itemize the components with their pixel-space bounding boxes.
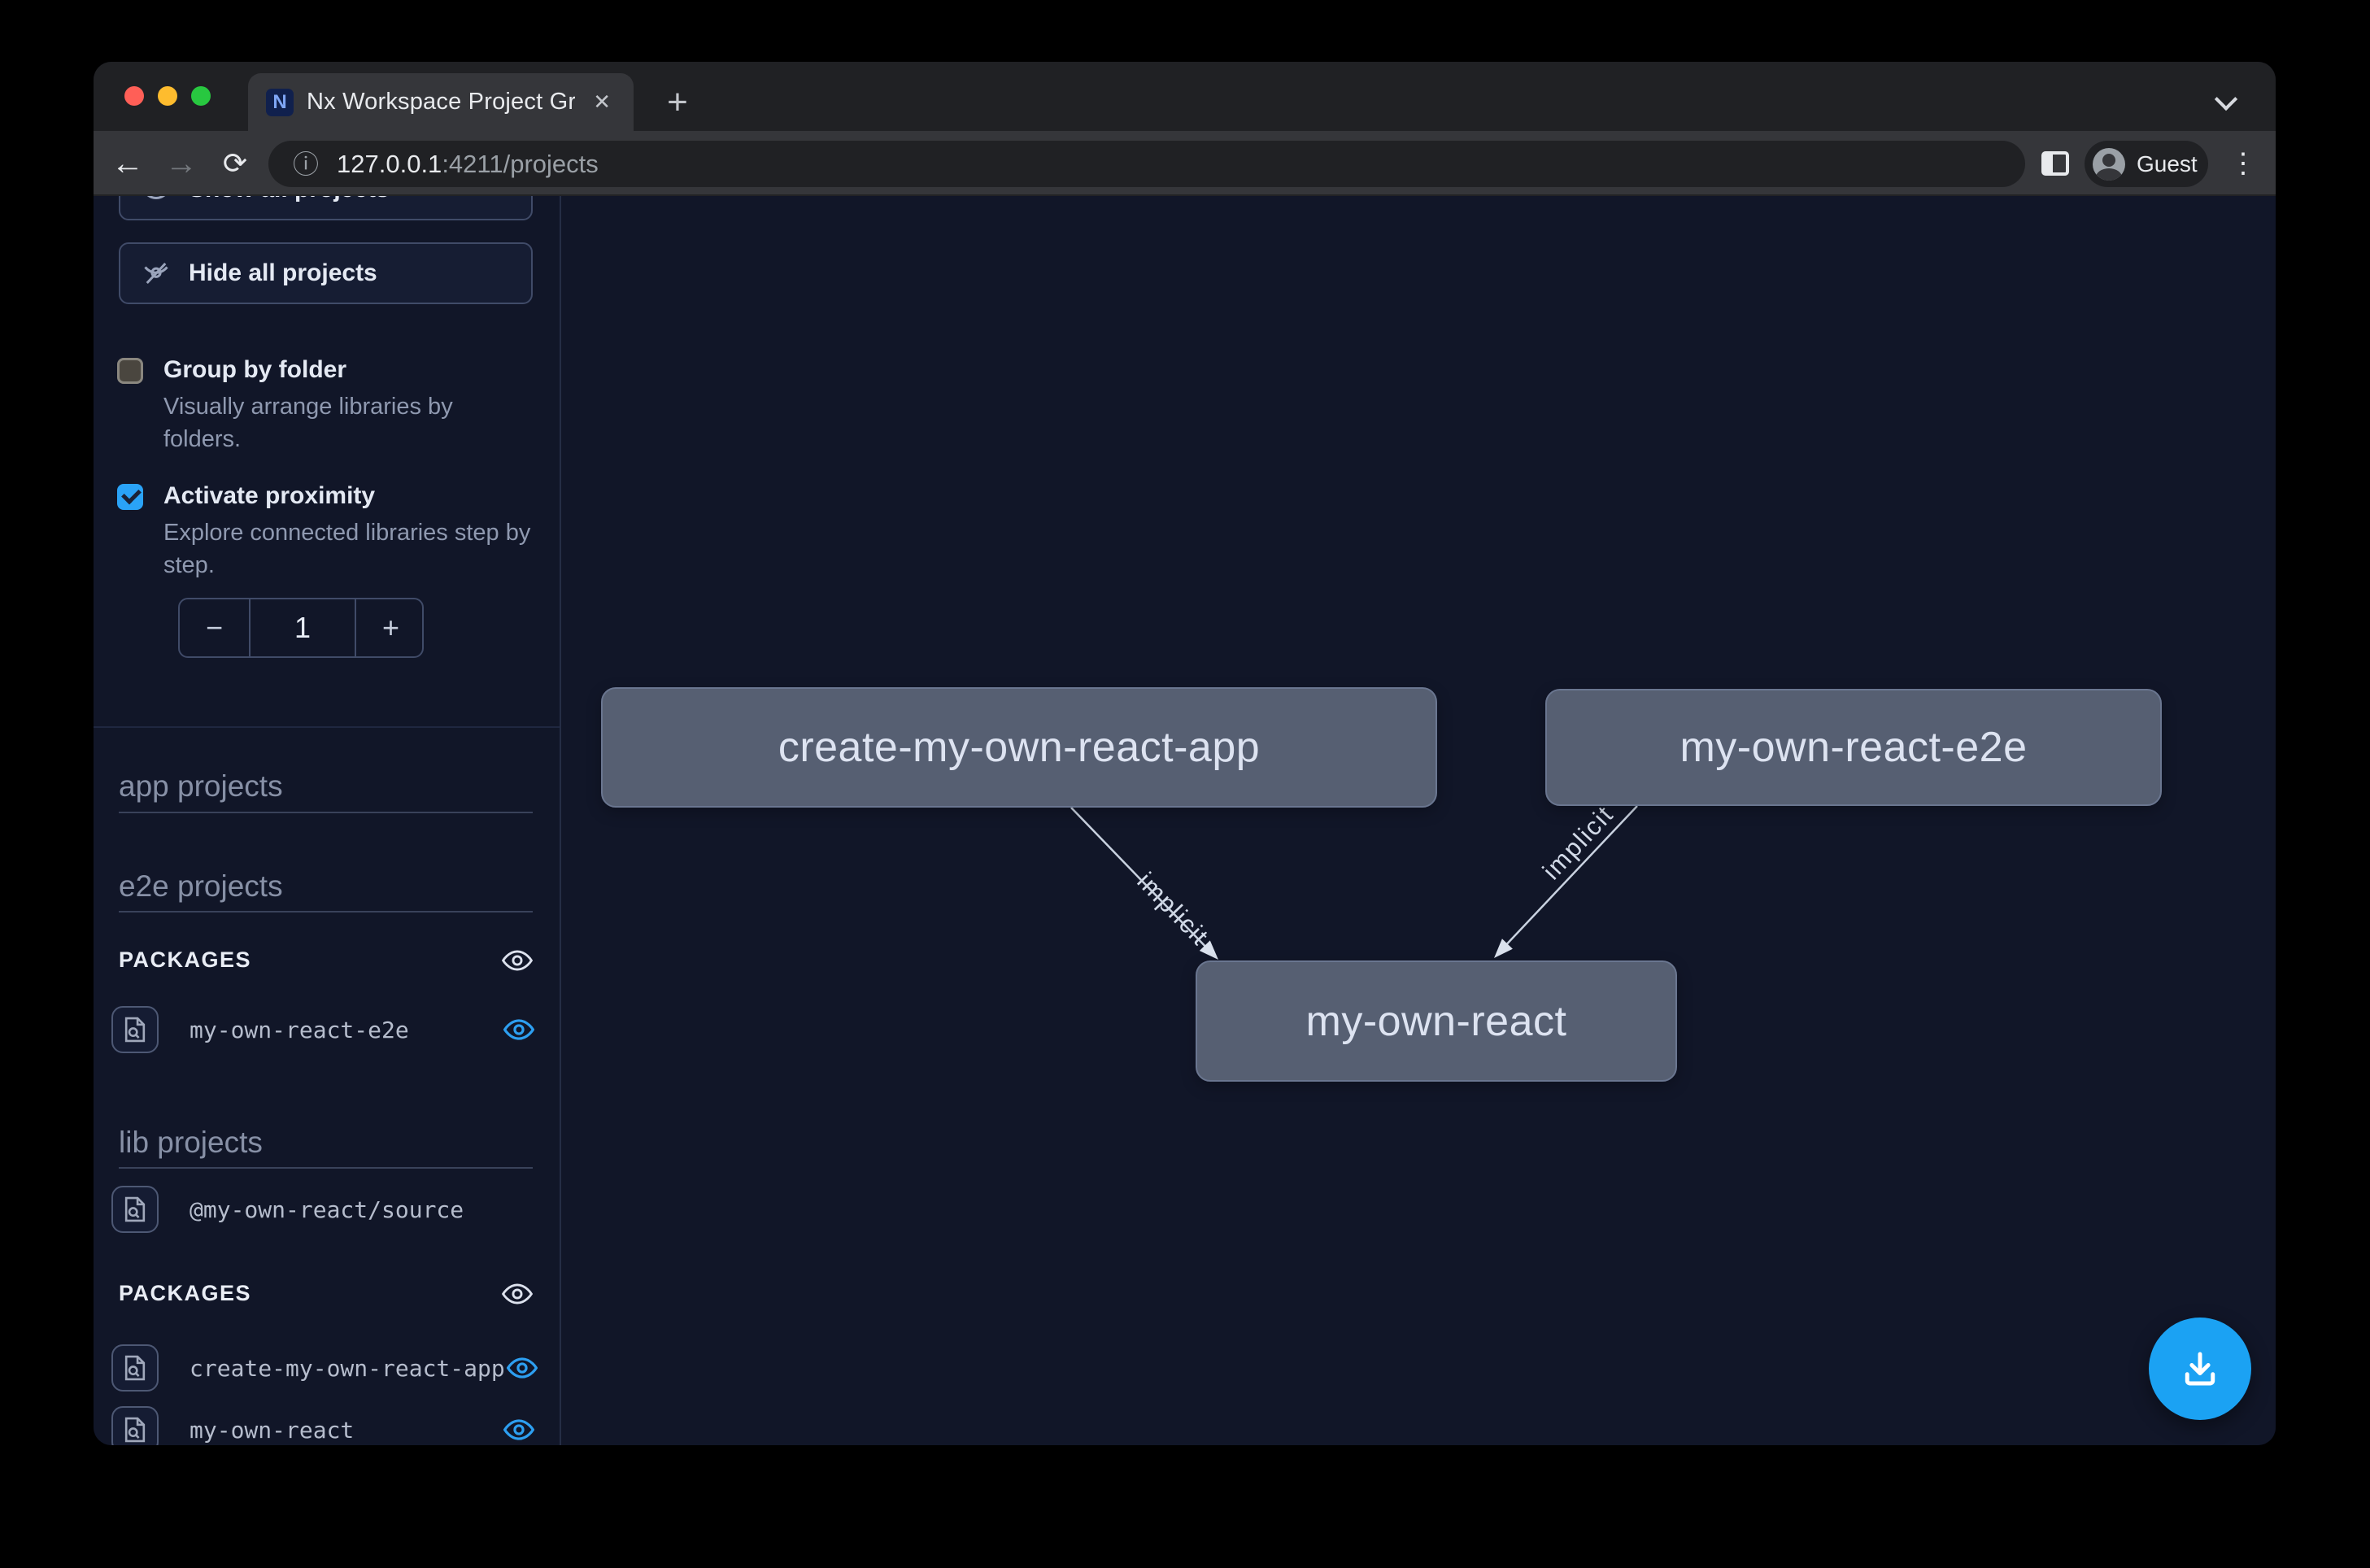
project-name: create-my-own-react-app <box>190 1354 505 1382</box>
divider <box>119 911 533 912</box>
profile-name: Guest <box>2137 150 2198 176</box>
hide-all-projects-button[interactable]: Hide all projects <box>119 242 533 304</box>
project-name: @my-own-react/source <box>190 1196 464 1223</box>
decrement-button[interactable]: − <box>205 611 224 644</box>
packages-label: PACKAGES <box>119 947 252 972</box>
back-button[interactable]: ← <box>111 145 144 181</box>
group-by-folder-description: Visually arrange libraries by folders. <box>163 394 453 452</box>
activate-proximity-checkbox[interactable] <box>117 484 143 510</box>
download-icon <box>2185 1352 2215 1386</box>
activate-proximity-description: Explore connected libraries step by step… <box>163 520 531 578</box>
increment-button[interactable]: + <box>381 611 400 644</box>
hide-all-projects-label: Hide all projects <box>189 259 377 286</box>
packages-label: PACKAGES <box>119 1281 252 1305</box>
graph-node-my-own-react-e2e[interactable]: my-own-react-e2e <box>1545 689 2162 806</box>
activate-proximity-option: Activate proximity Explore connected lib… <box>117 482 530 581</box>
project-row-my-own-react-source[interactable]: @my-own-react/source <box>111 1185 534 1234</box>
section-lib-projects: lib projects <box>119 1126 263 1159</box>
browser-window: N Nx Workspace Project Graph ✕ + ← → ⟳ ⓘ… <box>94 62 2276 1445</box>
browser-tab[interactable]: N Nx Workspace Project Graph ✕ <box>248 73 634 131</box>
address-bar[interactable]: ⓘ 127.0.0.1:4211/projects <box>268 141 2025 187</box>
edge-label-implicit: implicit <box>1537 799 1619 885</box>
project-row-my-own-react[interactable]: my-own-react <box>111 1405 534 1445</box>
divider <box>94 726 560 728</box>
divider <box>119 1167 533 1169</box>
activate-proximity-label: Activate proximity <box>163 482 376 509</box>
sidebar: Show all projects Hide all projects Grou… <box>94 196 561 1445</box>
eye-icon <box>146 196 166 200</box>
focus-eye-icon[interactable] <box>506 1356 538 1380</box>
graph-node-my-own-react[interactable]: my-own-react <box>1196 960 1677 1082</box>
avatar <box>2093 147 2125 181</box>
project-name: my-own-react-e2e <box>190 1016 409 1043</box>
graph-edges: implicit implicit <box>1070 799 1638 960</box>
project-name: my-own-react <box>190 1416 355 1444</box>
toggle-all-eye-icon[interactable] <box>502 1282 533 1306</box>
file-search-icon <box>111 1006 159 1053</box>
group-by-folder-checkbox[interactable] <box>117 358 143 384</box>
depth-value-input[interactable]: 1 <box>249 599 356 656</box>
tab-search-chevron-icon[interactable] <box>2215 89 2237 111</box>
edge-lines <box>1070 805 1638 954</box>
tab-title: Nx Workspace Project Graph <box>307 89 576 115</box>
url-text[interactable]: 127.0.0.1:4211/projects <box>337 149 599 178</box>
section-app-projects: app projects <box>119 769 283 803</box>
nx-logo-icon: N <box>266 88 294 116</box>
group-by-folder-label: Group by folder <box>163 356 346 383</box>
download-graph-button[interactable] <box>2149 1318 2251 1420</box>
focus-eye-icon[interactable] <box>503 1418 534 1442</box>
site-info-icon[interactable]: ⓘ <box>293 149 320 179</box>
packages-header-e2e: PACKAGES <box>119 947 533 973</box>
packages-header-lib: PACKAGES <box>119 1281 533 1306</box>
project-graph-canvas[interactable]: implicit implicit create-my-own-react-ap… <box>561 196 2276 1445</box>
page-content: Show all projects Hide all projects Grou… <box>94 196 2276 1445</box>
browser-menu-button[interactable]: ⋮ <box>2229 148 2257 179</box>
eye-off-icon <box>144 262 168 285</box>
project-row-create-my-own-react-app[interactable]: create-my-own-react-app <box>111 1344 538 1392</box>
browser-toolbar: ← → ⟳ ⓘ 127.0.0.1:4211/projects Guest ⋮ <box>94 131 2276 196</box>
edge-label-implicit: implicit <box>1132 867 1215 952</box>
focus-eye-icon[interactable] <box>503 1017 534 1042</box>
divider <box>119 812 533 813</box>
proximity-depth-stepper: − 1 + <box>178 598 424 658</box>
side-panel-icon[interactable] <box>2041 151 2069 176</box>
file-search-icon <box>111 1406 159 1445</box>
file-search-icon <box>111 1344 159 1392</box>
minimize-window-button[interactable] <box>158 86 177 106</box>
tab-strip: N Nx Workspace Project Graph ✕ + <box>94 62 2276 131</box>
profile-button[interactable]: Guest <box>2085 141 2208 187</box>
edge-arrowheads <box>1199 939 1513 960</box>
section-e2e-projects: e2e projects <box>119 869 283 903</box>
tab-close-icon[interactable]: ✕ <box>593 89 611 114</box>
file-search-icon <box>111 1186 159 1233</box>
show-all-projects-label: Show all projects <box>189 196 390 203</box>
forward-button[interactable]: → <box>165 145 198 181</box>
new-tab-button[interactable]: + <box>667 82 688 122</box>
group-by-folder-option: Group by folder Visually arrange librari… <box>117 356 524 455</box>
graph-node-create-my-own-react-app[interactable]: create-my-own-react-app <box>601 687 1437 808</box>
project-row-my-own-react-e2e[interactable]: my-own-react-e2e <box>111 1005 534 1054</box>
close-window-button[interactable] <box>124 86 144 106</box>
zoom-window-button[interactable] <box>191 86 211 106</box>
toggle-all-eye-icon[interactable] <box>502 948 533 973</box>
reload-button[interactable]: ⟳ <box>222 146 248 180</box>
show-all-projects-button[interactable]: Show all projects <box>119 196 533 220</box>
